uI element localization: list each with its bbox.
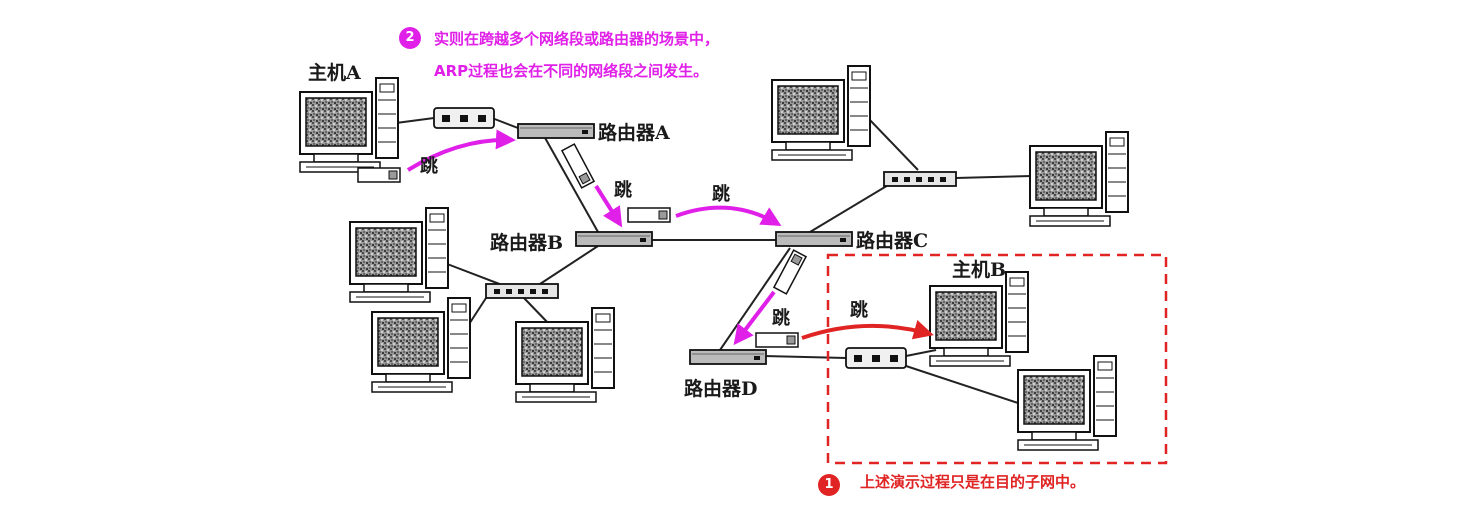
label-host-b: 主机B <box>952 259 1007 281</box>
label-router-a: 路由器A <box>598 122 670 144</box>
note-bottom-text: 上述演示过程只是在目的子网中。 <box>860 473 1086 491</box>
router-b-device <box>575 231 653 247</box>
computer-right <box>1029 131 1129 227</box>
modem-b <box>845 347 907 369</box>
router-d-device <box>689 349 767 365</box>
hop-arrow-1 <box>406 129 516 172</box>
label-hop-4: 跳 <box>772 308 790 329</box>
packet-1 <box>357 167 401 183</box>
cables <box>395 117 1033 406</box>
label-hop-2: 跳 <box>614 180 632 201</box>
label-hop-1: 跳 <box>420 156 438 177</box>
note-bottom-badge: 1 <box>818 474 840 496</box>
modem-a <box>433 107 495 129</box>
hub-b <box>485 283 559 299</box>
computer-left-mid <box>349 207 449 303</box>
computer-top-right <box>771 65 871 161</box>
label-hop-3: 跳 <box>712 184 730 205</box>
computer-left-bottom <box>371 297 471 393</box>
destination-subnet-box <box>826 253 1168 465</box>
label-host-a: 主机A <box>308 62 361 84</box>
router-a-device <box>517 123 595 139</box>
hub-c <box>883 171 957 187</box>
label-hop-5: 跳 <box>850 300 868 321</box>
hop-arrow-5 <box>801 320 934 340</box>
computer-host-a <box>299 77 399 173</box>
note-top-badge: 2 <box>399 27 421 49</box>
note-top-line2: ARP过程也会在不同的网络段之间发生。 <box>434 62 709 80</box>
packet-3 <box>755 332 799 348</box>
hop-arrow-4 <box>733 290 776 346</box>
label-router-c: 路由器C <box>856 230 929 252</box>
computer-center-bottom <box>515 307 615 403</box>
label-router-b: 路由器B <box>490 232 564 254</box>
packet-2 <box>627 207 671 223</box>
hop-arrow-3 <box>675 205 782 227</box>
computer-host-b <box>929 271 1029 367</box>
note-top-line1: 实则在跨越多个网络段或路由器的场景中， <box>434 30 720 48</box>
label-router-d: 路由器D <box>684 378 758 400</box>
packet-tilted-b <box>773 249 807 295</box>
computer-bottom-right <box>1017 355 1117 451</box>
router-c-device <box>775 231 853 247</box>
hop-arrow-2 <box>594 184 623 228</box>
packet-tilted-a <box>561 143 595 189</box>
